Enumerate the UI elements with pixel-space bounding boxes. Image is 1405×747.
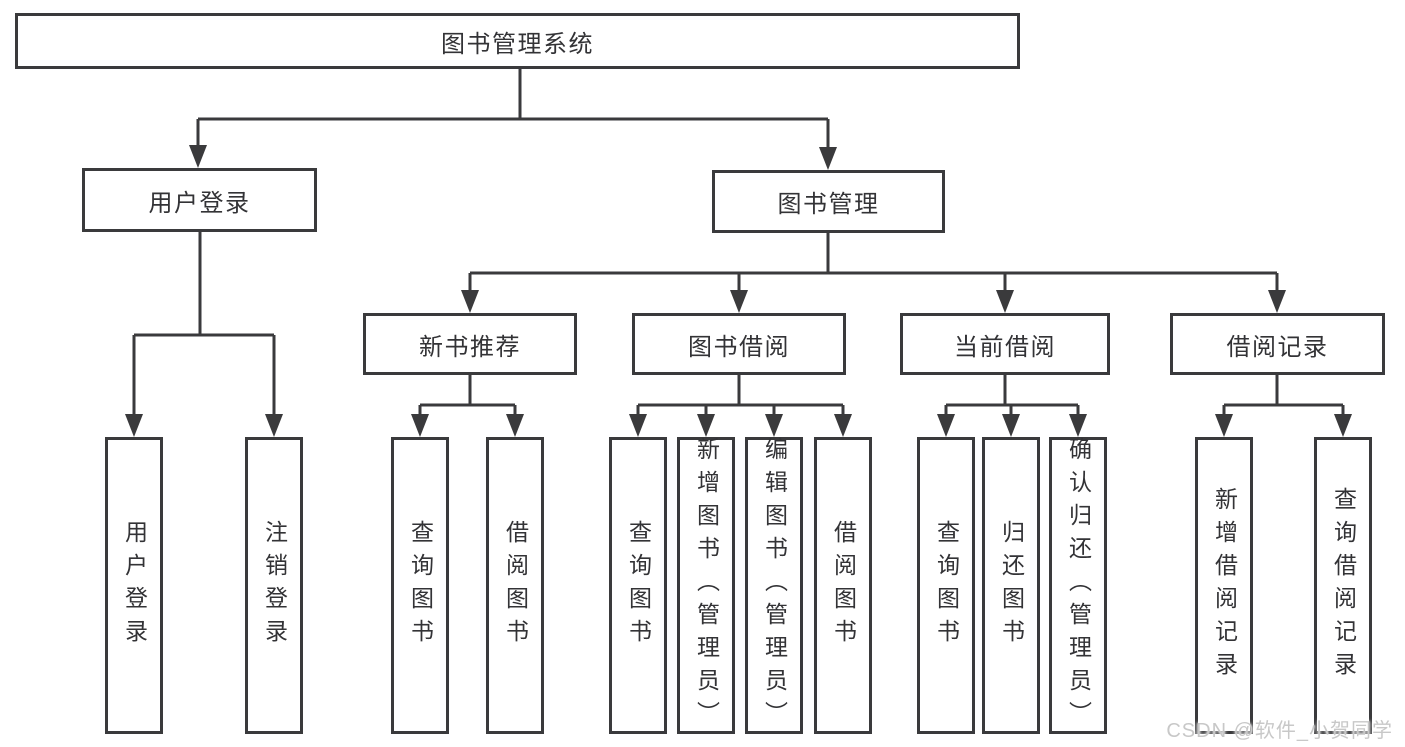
arrowhead	[730, 290, 748, 313]
node-leaf-edit-book-admin: 编辑图书（管理员）	[745, 437, 803, 734]
arrowheads	[125, 145, 1352, 437]
arrowhead	[1215, 414, 1233, 437]
node-label: 图书管理	[777, 191, 880, 218]
node-leaf-query-books-borrow: 查询图书	[609, 437, 667, 734]
node-book-borrowing: 图书借阅	[632, 313, 846, 375]
arrowhead	[1334, 414, 1352, 437]
node-current-borrowing: 当前借阅	[900, 313, 1110, 375]
node-label: 借阅图书	[502, 519, 529, 652]
node-label: 当前借阅	[954, 333, 1056, 361]
watermark: CSDN @软件_小贺同学	[1166, 720, 1393, 742]
arrowhead	[1069, 414, 1087, 437]
arrowhead	[189, 145, 207, 168]
arrowhead	[1268, 290, 1286, 313]
arrowhead	[834, 414, 852, 437]
node-leaf-query-books-current: 查询图书	[917, 437, 975, 734]
arrowhead	[629, 414, 647, 437]
node-new-book-recommendation: 新书推荐	[363, 313, 577, 375]
node-label: 用户登录	[148, 189, 251, 217]
arrowhead	[125, 414, 143, 437]
node-leaf-user-login: 用户登录	[105, 437, 163, 734]
node-book-management: 图书管理	[712, 170, 945, 233]
node-leaf-add-borrow-record: 新增借阅记录	[1195, 437, 1253, 734]
node-leaf-logout: 注销登录	[245, 437, 303, 734]
connector-newbook-to-leaves	[418, 375, 517, 416]
arrowhead	[996, 290, 1014, 313]
node-label: 确认归还（管理员）	[1065, 437, 1092, 734]
connector-current-to-leaves	[944, 375, 1080, 416]
node-leaf-query-borrow-record: 查询借阅记录	[1314, 437, 1372, 734]
connector-borrow-to-leaves	[636, 375, 845, 416]
node-leaf-add-book-admin: 新增图书（管理员）	[677, 437, 735, 734]
arrowhead	[697, 414, 715, 437]
connector-login-to-leaves	[132, 232, 276, 416]
node-leaf-borrow-books-borrow: 借阅图书	[814, 437, 872, 734]
node-label: 图书管理系统	[441, 30, 594, 58]
node-label: 归还图书	[998, 519, 1025, 652]
arrowhead	[506, 414, 524, 437]
arrowhead	[765, 414, 783, 437]
node-label: 用户登录	[121, 519, 148, 652]
node-label: 查询图书	[407, 519, 434, 652]
arrowhead	[265, 414, 283, 437]
node-library-management-system: 图书管理系统	[15, 13, 1020, 69]
node-label: 查询借阅记录	[1330, 486, 1357, 685]
node-label: 借阅记录	[1226, 333, 1329, 361]
arrowhead	[411, 414, 429, 437]
arrowhead	[1002, 414, 1020, 437]
connector-record-to-leaves	[1222, 375, 1345, 416]
node-borrowing-records: 借阅记录	[1170, 313, 1385, 375]
node-label: 新书推荐	[419, 333, 521, 361]
node-label: 借阅图书	[830, 519, 857, 652]
node-label: 查询图书	[933, 519, 960, 652]
node-label: 注销登录	[261, 519, 288, 652]
connector-root-to-level2	[196, 69, 830, 149]
node-label: 图书借阅	[688, 333, 790, 361]
arrowhead	[937, 414, 955, 437]
node-label: 编辑图书（管理员）	[761, 437, 788, 734]
arrowhead	[461, 290, 479, 313]
node-leaf-return-book: 归还图书	[982, 437, 1040, 734]
node-label: 查询图书	[625, 519, 652, 652]
arrowhead	[819, 147, 837, 170]
node-label: 新增借阅记录	[1211, 486, 1238, 685]
node-leaf-query-books-newbook: 查询图书	[391, 437, 449, 734]
node-leaf-confirm-return-admin: 确认归还（管理员）	[1049, 437, 1107, 734]
node-user-login: 用户登录	[82, 168, 317, 232]
connector-mgmt-to-level3	[468, 233, 1279, 292]
node-leaf-borrow-books-newbook: 借阅图书	[486, 437, 544, 734]
node-label: 新增图书（管理员）	[693, 437, 720, 734]
